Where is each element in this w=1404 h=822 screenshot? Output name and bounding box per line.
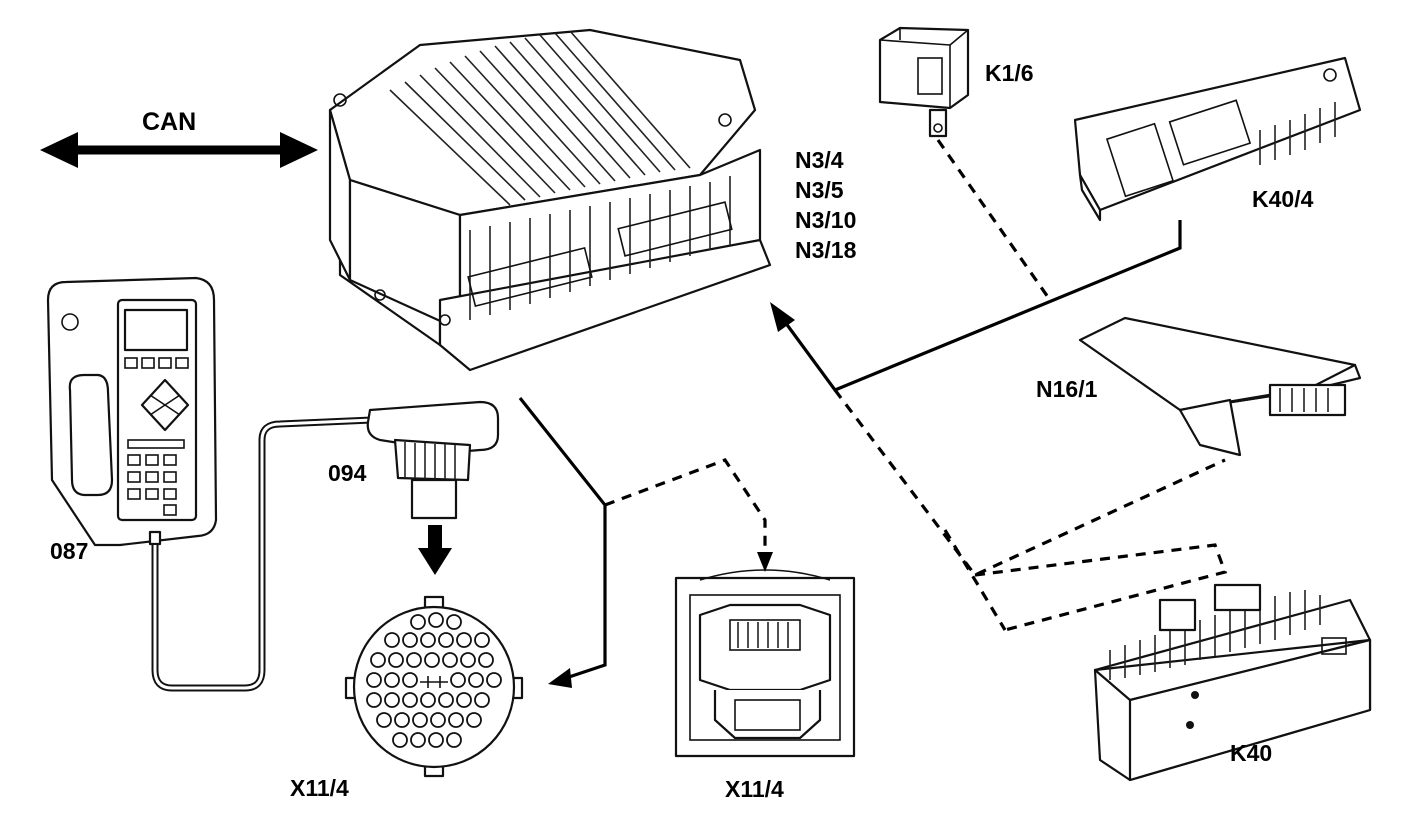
wire-k40-dashed [974,543,1228,632]
relay-module-label: K40/4 [1252,186,1314,212]
control-unit-label-list: N3/4 N3/5 N3/10 N3/18 [795,147,856,264]
plug-in-arrow [418,525,452,575]
relay-label: K1/6 [985,60,1034,86]
fuse-relay-box-k40 [1093,583,1372,782]
hand-held-tester-087 [46,276,218,547]
fuse-relay-box-label: K40 [1230,740,1273,766]
socket-connector-label: X11/4 [725,776,784,802]
control-unit-label: N3/18 [795,237,857,263]
control-unit-label: N3/4 [795,147,844,173]
can-bus-arrow [40,132,318,168]
wire-k1-6-dashed [936,139,1052,301]
adapter-094 [366,400,500,520]
relay-k1-6 [878,26,970,138]
control-module-n16-1 [1078,316,1362,457]
control-unit-label: N3/10 [795,207,857,233]
connector-pins [366,612,502,748]
wire-k40-4-to-ecu [770,220,1182,392]
wire-n16-1-dashed [833,389,1226,577]
relay-module-k40-4 [1073,56,1362,222]
round-diagnostic-connector-x11-4 [344,595,524,778]
diagnostic-socket-x11-4 [674,569,856,758]
wire-ecu-to-round-connector [518,397,607,688]
round-connector-label: X11/4 [290,775,349,801]
control-module-label: N16/1 [1036,376,1098,402]
wire-to-socket-dashed [604,458,773,572]
heat-sink-fins [389,30,691,206]
tester-label: 087 [50,538,89,564]
adapter-label: 094 [328,460,367,486]
engine-control-unit [328,28,772,372]
can-bus-label: CAN [142,108,197,136]
control-unit-label: N3/5 [795,177,844,203]
